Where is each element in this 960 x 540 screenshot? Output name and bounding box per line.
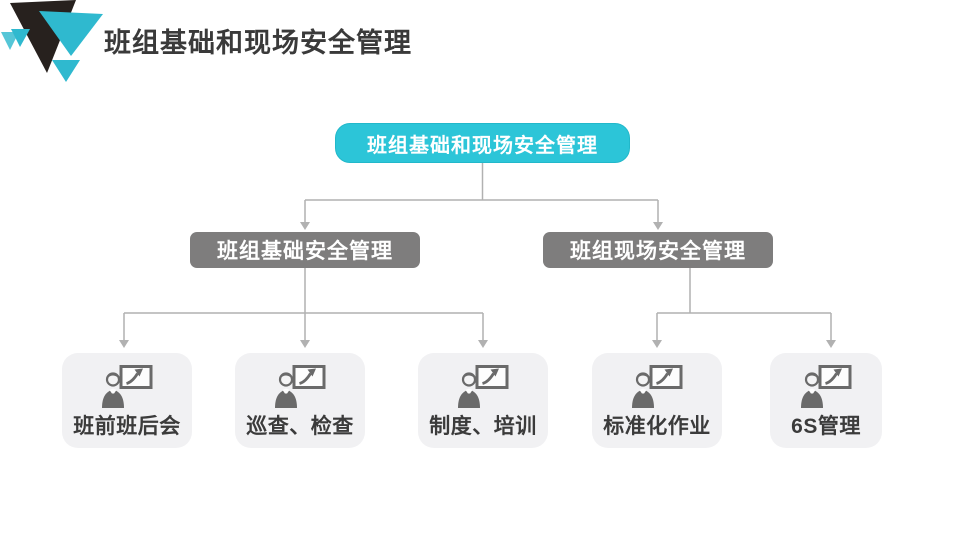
leaf-card-rules-training: 制度、培训 — [418, 353, 548, 448]
presenter-board-icon — [632, 365, 683, 408]
presenter-board-icon — [801, 365, 852, 408]
presenter-board-icon — [102, 365, 153, 408]
leaf-card-patrol-inspection: 巡查、检查 — [235, 353, 365, 448]
triangles-logo-icon — [1, 0, 103, 82]
branch-node-site-management: 班组现场安全管理 — [543, 232, 773, 268]
leaf-label: 6S管理 — [791, 415, 861, 438]
leaf-label: 巡查、检查 — [246, 415, 354, 438]
presenter-board-icon — [458, 365, 509, 408]
leaf-label: 标准化作业 — [603, 415, 711, 438]
leaf-card-standardized-operation: 标准化作业 — [592, 353, 722, 448]
leaf-label: 制度、培训 — [429, 415, 537, 438]
leaf-card-6s-management: 6S管理 — [770, 353, 882, 448]
root-node: 班组基础和现场安全管理 — [335, 123, 630, 163]
leaf-label: 班前班后会 — [73, 415, 181, 438]
leaf-card-pre-post-shift-meeting: 班前班后会 — [62, 353, 192, 448]
branch-node-basic-management: 班组基础安全管理 — [190, 232, 420, 268]
page-title: 班组基础和现场安全管理 — [104, 28, 412, 58]
presenter-board-icon — [275, 365, 326, 408]
